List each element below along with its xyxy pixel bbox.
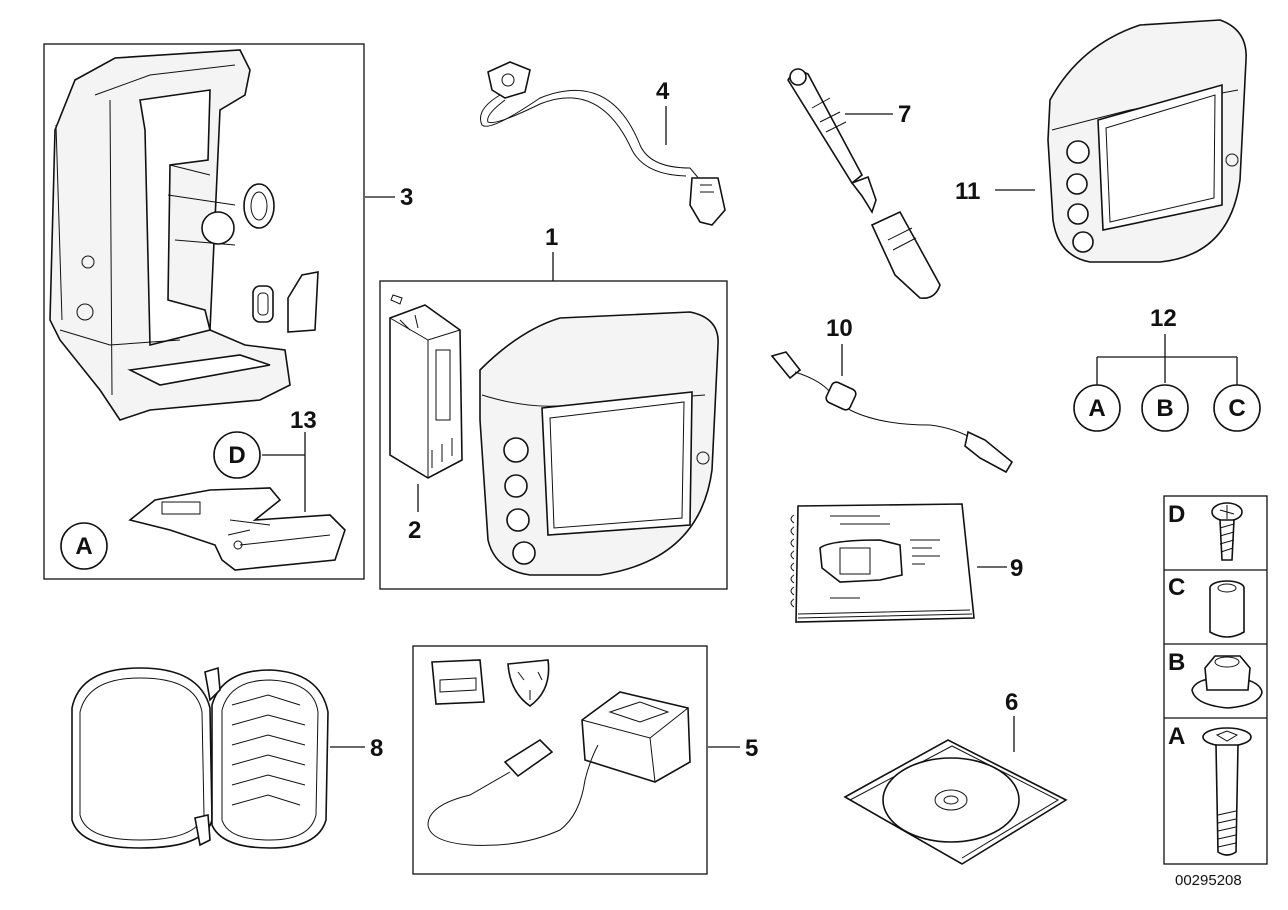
charger-frame [412,645,708,875]
callout-13: 13 [290,407,317,434]
hardware-legend-frame [1163,495,1268,865]
battery-icon [389,304,463,479]
circle-b-group [1141,384,1189,432]
charger-icon [427,691,691,846]
holder-cradle-icon [49,49,291,421]
circle-a-holder-label: A [75,533,92,560]
circle-d-holder-label: D [228,442,245,469]
cd-disc-icon [843,739,1068,865]
gps-navigator-icon [479,311,719,576]
cable-icon [480,61,726,226]
hardware-d-label: D [1168,501,1185,528]
callout-4: 4 [656,78,670,105]
hardware-a-label: A [1168,723,1185,750]
nut-icon [1191,655,1263,709]
circle-a-group [1073,384,1121,432]
plug-adapter-icon [431,659,550,707]
callout-1: 1 [545,224,558,251]
callout-6: 6 [1005,689,1018,716]
stylus-pen-icon [787,68,941,300]
holder-group-3: 13 D A [43,43,365,580]
screw-icon [1211,502,1243,561]
circle-a-holder [60,522,108,570]
mounting-plate-icon [128,487,346,571]
callout-11: 11 [955,178,980,205]
ring-icon [243,183,275,229]
hardware-c-label: C [1168,574,1185,601]
callout-9: 9 [1010,555,1023,582]
callout-5: 5 [745,735,758,762]
circle-a-group-label: A [1088,395,1105,422]
gps-navigator-icon [1047,19,1247,263]
callout-10: 10 [826,315,853,342]
bolt-icon [1202,727,1252,856]
callout-8: 8 [370,735,383,762]
group-12: 12 A B C [1073,305,1261,432]
callout-12: 12 [1150,305,1177,332]
sleeve-icon [1209,580,1245,638]
hardware-legend: D C B A [1163,495,1268,865]
usb-cable-icon [770,351,1014,474]
reference-number: 00295208 [1175,872,1242,889]
carry-case-icon [71,666,329,849]
callout-3: 3 [400,184,413,211]
circle-c-group-label: C [1228,395,1245,422]
circle-c-group [1213,384,1261,432]
callout-2: 2 [408,517,421,544]
grommet-icon [252,285,274,323]
circle-d-holder [213,431,261,479]
navigator-set-group-1: 1 2 [379,224,728,590]
callout-7: 7 [898,101,911,128]
hardware-b-label: B [1168,649,1185,676]
holder-frame [43,43,365,580]
circle-b-group-label: B [1156,395,1173,422]
clip-icon [287,271,319,333]
charger-group-5 [412,645,708,875]
manual-booklet-icon [790,503,975,623]
